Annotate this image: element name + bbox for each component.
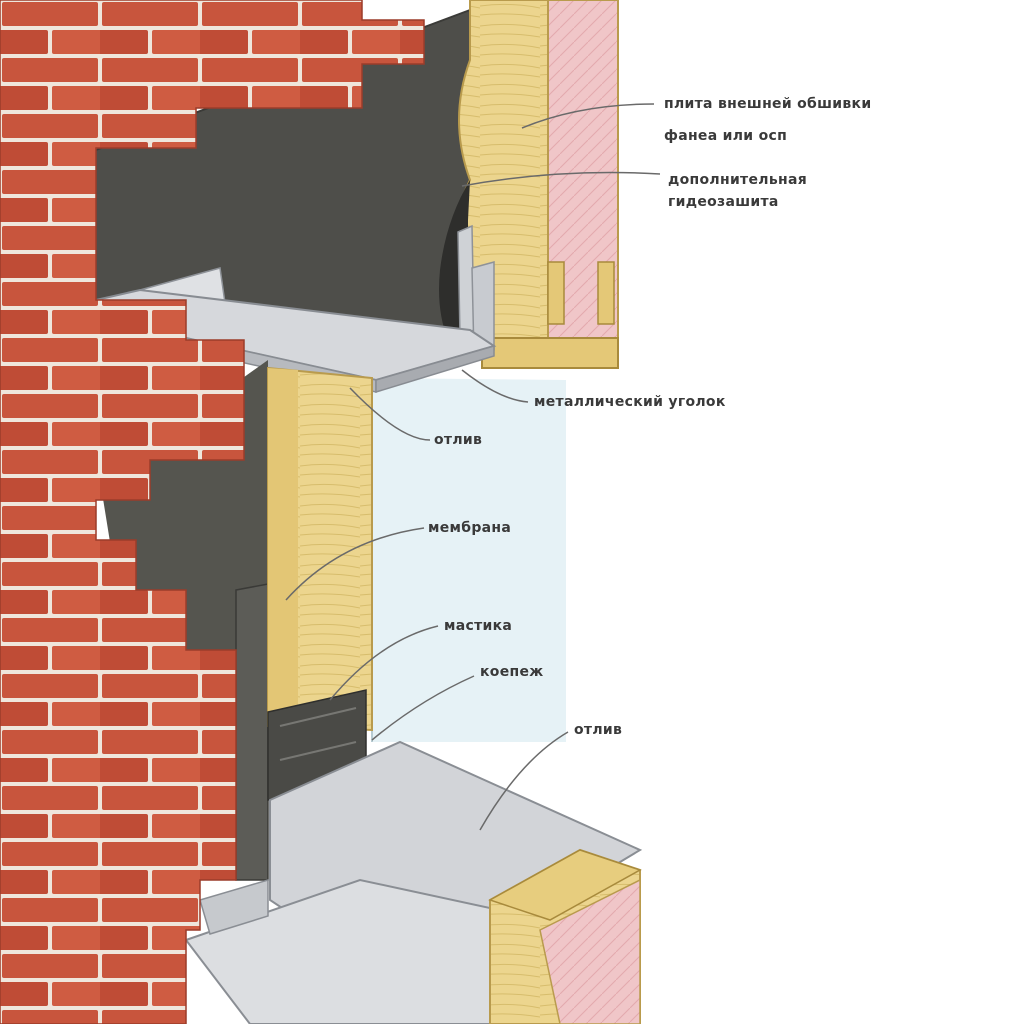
label-membrane: мембрана xyxy=(428,520,512,536)
leader-sheathing xyxy=(521,103,655,129)
leader-drip-bottom xyxy=(479,731,569,831)
label-drip-top: отлив xyxy=(434,432,483,448)
vertical-stud xyxy=(267,366,373,732)
label-fastener: коепеж xyxy=(480,664,544,680)
label-waterproofing-line2: гидеозашита xyxy=(668,194,779,210)
leader-mastic xyxy=(329,625,439,701)
mastic-strip xyxy=(235,583,269,881)
brick-wall xyxy=(0,0,425,1024)
label-sheathing-line2: фанеа или осп xyxy=(664,128,788,144)
leader-metal-angle xyxy=(461,369,529,403)
label-mastic: мастика xyxy=(444,618,513,634)
label-metal-angle: металлический уголок xyxy=(534,394,726,410)
lower-sheathing xyxy=(488,848,642,1024)
label-sheathing-line1: плита внешней обшивки xyxy=(664,96,872,112)
label-waterproofing-line1: дополнительная xyxy=(668,172,807,188)
leader-lines xyxy=(285,103,661,831)
leader-waterproofing xyxy=(461,171,661,187)
leader-membrane xyxy=(285,527,425,601)
leader-fastener xyxy=(371,675,475,741)
leader-drip-top xyxy=(349,387,431,441)
label-drip-bottom: отлив xyxy=(574,722,623,738)
